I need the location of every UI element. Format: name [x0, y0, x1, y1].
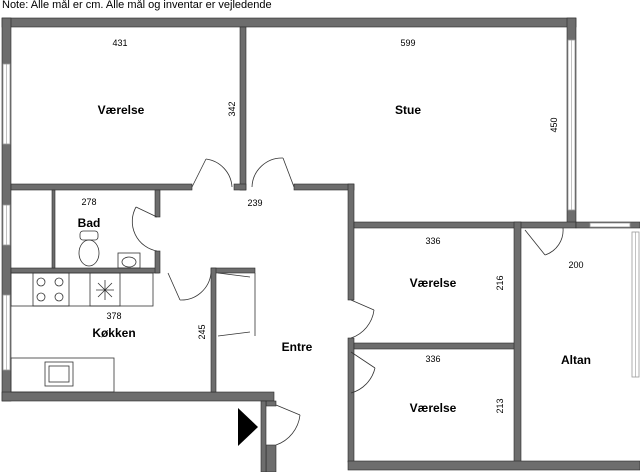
dim-stue-width: 599: [400, 38, 415, 48]
toilet-bowl: [78, 239, 100, 267]
kitchen-counter: [10, 272, 154, 307]
room-label-kokken: Køkken: [92, 326, 135, 340]
room-label-bad: Bad: [78, 216, 101, 230]
dim-vaerelse-top-width: 431: [112, 38, 127, 48]
plan-note: Note: Alle mål er cm. Alle mål og invent…: [2, 0, 272, 11]
kitchen-bottom-counter: [10, 357, 115, 393]
kitchen-sink: [44, 361, 74, 387]
dim-bad-width: 278: [81, 197, 96, 207]
dim-vaerelse-bottom-width: 336: [425, 354, 440, 364]
walls: [1, 17, 640, 472]
dim-stue-depth: 450: [549, 117, 559, 132]
fridge: [89, 272, 121, 307]
room-label-altan: Altan: [561, 353, 591, 367]
dim-kokken-depth: 245: [197, 324, 207, 339]
dim-vaerelse-top-depth: 342: [227, 101, 237, 116]
fixtures: [10, 230, 154, 393]
dim-vaerelse-mid-depth: 216: [495, 275, 505, 290]
stove: [32, 272, 70, 307]
window-lines: [6, 40, 636, 377]
room-label-stue: Stue: [395, 103, 421, 117]
doors: [131, 157, 564, 446]
entrance-arrow-icon: [238, 408, 258, 446]
room-label-entre: Entre: [282, 340, 313, 354]
room-label-vaerelse-bottom: Værelse: [410, 401, 457, 415]
room-label-vaerelse-mid: Værelse: [410, 276, 457, 290]
toilet-tank: [79, 230, 99, 241]
bath-sink: [117, 252, 141, 269]
room-label-vaerelse-top: Værelse: [98, 103, 145, 117]
dim-kokken-width: 378: [106, 311, 121, 321]
dim-hall-width: 239: [247, 198, 262, 208]
dim-vaerelse-mid-width: 336: [425, 236, 440, 246]
dim-altan-width: 200: [568, 260, 583, 270]
dim-vaerelse-bottom-depth: 213: [495, 398, 505, 413]
